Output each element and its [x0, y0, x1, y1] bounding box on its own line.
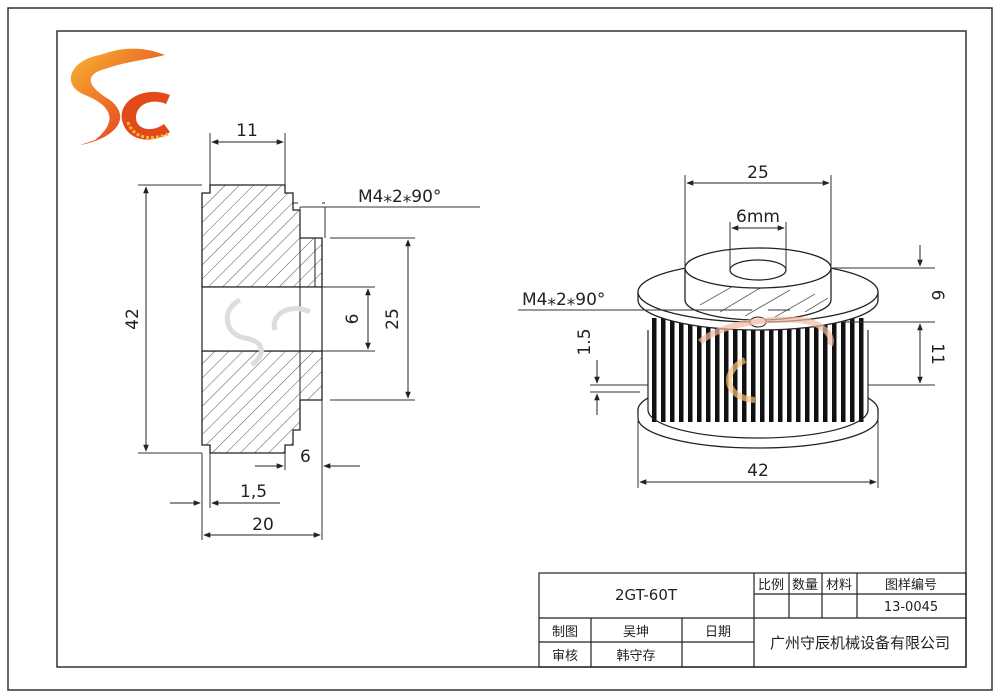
iso-view: 25 6mm M4⁎2⁎90° 6 11 1.5 42 — [518, 163, 947, 488]
company-logo — [70, 48, 170, 146]
checked-label: 审核 — [552, 649, 578, 664]
drawn-by: 吴坤 — [623, 625, 649, 640]
drawing-number: 13-0045 — [884, 600, 938, 615]
dim-tooth-width-iso: 11 — [927, 343, 947, 365]
title-block — [538, 572, 967, 668]
dim-outer-height: 42 — [123, 308, 143, 330]
checked-by: 韩守存 — [616, 649, 655, 664]
pulley-section-upper — [201, 184, 323, 288]
company-name: 广州守辰机械设备有限公司 — [770, 634, 950, 652]
dim-chamfer-iso: M4⁎2⁎90° — [522, 290, 605, 310]
dim-hub-diameter-iso: 25 — [747, 163, 769, 183]
outer-frame — [7, 7, 993, 691]
dim-hub-height-iso: 6 — [927, 290, 947, 301]
col-scale: 比例 — [758, 578, 784, 593]
dim-chamfer-side: M4⁎2⁎90° — [358, 187, 441, 207]
part-name: 2GT-60T — [615, 586, 678, 604]
col-material: 材料 — [826, 578, 852, 593]
dim-bore-iso: 6mm — [736, 207, 780, 227]
dim-bore-side: 6 — [343, 314, 363, 325]
dim-flange-side: 1,5 — [240, 482, 267, 502]
pulley-section-lower — [201, 350, 323, 454]
bore-void — [201, 286, 323, 352]
dim-flange-iso: 1.5 — [575, 328, 595, 355]
date-label: 日期 — [705, 625, 731, 640]
dim-outer-diameter-iso: 42 — [747, 461, 769, 481]
dim-total-length: 20 — [252, 515, 274, 535]
dim-hub-diameter-side: 25 — [383, 308, 403, 330]
side-view: 11 M4⁎2⁎90° 42 6 25 6 1,5 — [123, 121, 480, 540]
dim-hub-length: 6 — [300, 447, 311, 467]
dim-top-width: 11 — [236, 121, 258, 141]
col-quantity: 数量 — [792, 578, 818, 593]
col-drawing-no: 图样编号 — [885, 578, 937, 593]
inner-frame — [56, 30, 967, 668]
drawn-label: 制图 — [552, 625, 578, 640]
